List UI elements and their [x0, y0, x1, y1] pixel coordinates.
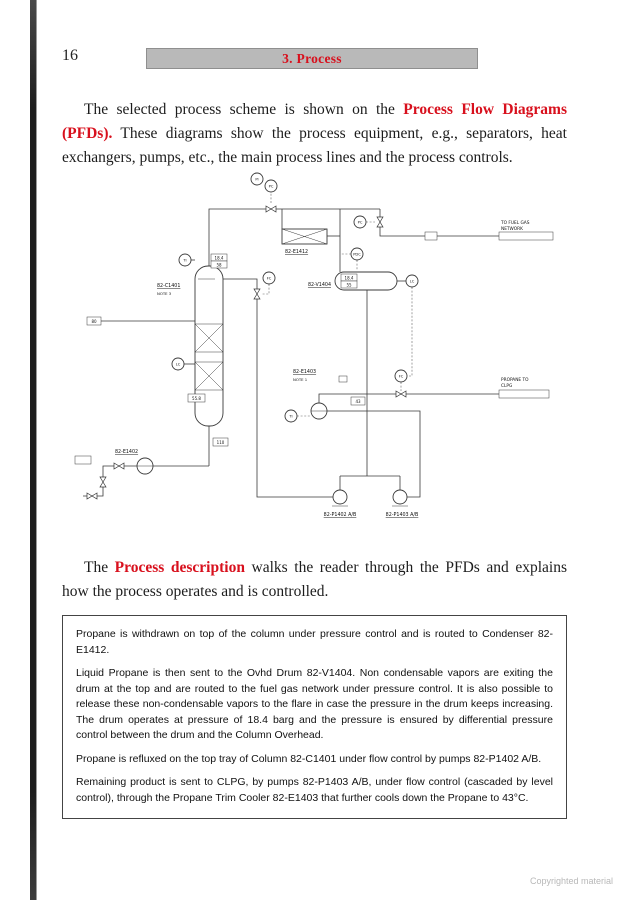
svg-text:43: 43: [355, 399, 361, 404]
fuel-gas-valve: [376, 216, 384, 228]
svg-text:TI: TI: [182, 259, 186, 263]
feed-line-tag-box: 80: [86, 316, 102, 326]
pdc-instrument: PDC: [350, 247, 364, 261]
process-box-paragraph: Remaining product is sent to CLPG, by pu…: [76, 776, 553, 804]
description-rest: walks the reader through the PFDs and ex…: [62, 559, 567, 600]
svg-text:55: 55: [346, 282, 352, 287]
drain-valve-1: [99, 476, 107, 488]
column-tag-label: 82-C1401: [157, 283, 180, 289]
intro-lead: The selected process scheme is shown on …: [84, 101, 404, 118]
svg-text:80: 80: [91, 319, 97, 324]
column-temp-box: 58: [210, 260, 228, 269]
product-valve: [395, 390, 407, 398]
exchanger-tag-label: 82-E1402: [115, 449, 138, 455]
process-flow-diagram: PI PC TI LC PC PDC: [45, 166, 585, 528]
drum-tag-label: 82-V1404: [308, 282, 331, 288]
svg-text:18.4: 18.4: [215, 255, 224, 260]
fuel-gas-inline-tag: [424, 231, 438, 241]
column-ti-instrument: TI: [178, 253, 192, 267]
svg-text:18.4: 18.4: [345, 275, 354, 280]
overhead-valve: [265, 205, 277, 213]
overhead-pc-instrument: PC: [264, 179, 278, 193]
description-lead: The: [84, 559, 115, 576]
process-box-paragraph: Liquid Propane is then sent to the Ovhd …: [76, 667, 553, 741]
svg-text:FC: FC: [267, 277, 272, 281]
drain-valve-2: [86, 492, 98, 500]
pfd-svg: PI PC TI LC PC PDC: [74, 172, 554, 518]
column-bottom-temp-box: 110: [212, 437, 229, 447]
fuel-gas-label-line1: TO FUEL GAS: [500, 220, 530, 226]
condenser-symbol: [281, 228, 328, 245]
svg-text:PC: PC: [358, 221, 363, 225]
svg-text:TI: TI: [288, 415, 292, 419]
process-description-box: Propane is withdrawn on top of the colum…: [62, 615, 567, 819]
reflux-pump-tag-label: 82-P1402 A/B: [324, 512, 357, 518]
reflux-pump-symbol: [332, 489, 348, 507]
bottoms-valve: [113, 462, 125, 470]
reflux-fc-instrument: FC: [262, 271, 276, 285]
column-pressure-box: 18.4: [210, 253, 228, 262]
instrument-signal-lines: [261, 192, 413, 417]
svg-text:LC: LC: [176, 363, 181, 367]
column-vessel: [194, 265, 224, 427]
svg-text:FC: FC: [399, 375, 404, 379]
column-mid-temp-box: 55.8: [187, 393, 206, 403]
overhead-pi-instrument: PI: [250, 172, 264, 186]
intro-rest: These diagrams show the process equipmen…: [62, 125, 567, 166]
page-edge-shadow: [30, 0, 37, 900]
svg-text:110: 110: [217, 440, 225, 445]
chapter-title: 3. Process: [282, 50, 342, 66]
svg-text:PDC: PDC: [353, 253, 361, 257]
svg-text:LC: LC: [410, 280, 415, 284]
copyright-notice: Copyrighted material: [529, 876, 613, 886]
trim-cooler-symbol: [310, 402, 328, 420]
cooler-aux-tag: [338, 375, 348, 383]
description-paragraph: The Process description walks the reader…: [62, 556, 567, 604]
bottoms-line-tag: [74, 455, 92, 465]
condenser-tag-label: 82-E1412: [285, 249, 308, 255]
drum-temp-box: 55: [340, 280, 358, 289]
svg-text:58: 58: [216, 262, 222, 267]
product-pump-symbol: [392, 489, 408, 507]
cooler-note-label: NOTE 1: [293, 377, 308, 382]
intro-highlight: Process Flow Diagrams (PFDs).: [62, 101, 567, 142]
svg-text:PC: PC: [269, 185, 274, 189]
fuel-gas-pc-instrument: PC: [353, 215, 367, 229]
svg-text:55.8: 55.8: [192, 396, 201, 401]
drum-pressure-box: 18.4: [340, 273, 358, 282]
propane-stream-flag: [498, 389, 550, 399]
svg-text:PI: PI: [255, 178, 258, 182]
cooler-ti-instrument: TI: [284, 409, 298, 423]
reflux-valve: [253, 288, 261, 300]
column-lc-instrument: LC: [171, 357, 185, 371]
drum-lc-instrument: LC: [405, 274, 419, 288]
intro-paragraph: The selected process scheme is shown on …: [62, 98, 567, 170]
cooler-outlet-temp-box: 43: [350, 396, 366, 406]
product-fc-instrument: FC: [394, 369, 408, 383]
page-number: 16: [62, 47, 78, 64]
process-box-paragraph: Propane is refluxed on the top tray of C…: [76, 752, 542, 765]
fuel-gas-stream-flag: [498, 231, 554, 241]
bottoms-exchanger-symbol: [136, 457, 154, 475]
column-note-label: NOTE 3: [157, 291, 172, 296]
process-box-paragraph: Propane is withdrawn on top of the colum…: [76, 628, 553, 656]
description-highlight: Process description: [114, 559, 245, 576]
propane-label-line2: CLPG: [501, 383, 512, 389]
cooler-tag-label: 82-E1403: [293, 369, 316, 375]
product-pump-tag-label: 82-P1403 A/B: [386, 512, 419, 518]
fuel-gas-label-line2: NETWORK: [501, 226, 523, 232]
chapter-header-bar: 3. Process: [146, 48, 478, 69]
propane-label-line1: PROPANE TO: [501, 377, 529, 383]
